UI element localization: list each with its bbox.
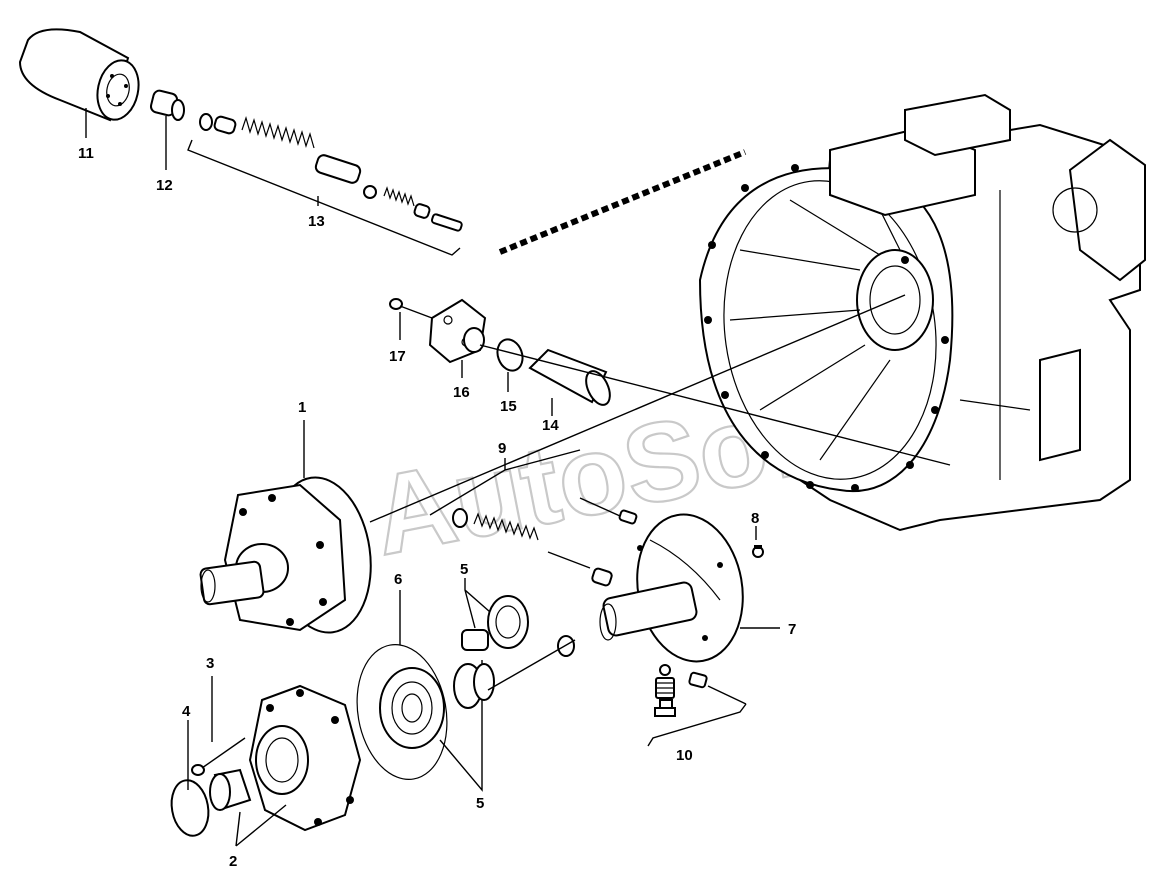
relief-valve-assembly (199, 113, 463, 232)
bolt-3 (191, 737, 246, 776)
transmission-housing (698, 93, 1146, 532)
callout-1: 1 (298, 399, 306, 416)
callout-15: 15 (500, 398, 517, 415)
callout-3: 3 (206, 655, 214, 672)
snap-ring (557, 635, 575, 657)
o-ring-15 (496, 338, 524, 372)
pump-body (248, 684, 362, 832)
screw-8 (752, 545, 764, 558)
bearing-ring (453, 663, 495, 709)
drive-gear (379, 667, 445, 749)
callout-10: 10 (676, 747, 693, 764)
callout-2: 2 (229, 853, 237, 870)
pressure-valve-spring (452, 508, 613, 587)
callout-17: 17 (389, 348, 406, 365)
dashed-connector (498, 149, 747, 255)
callout-7: 7 (788, 621, 796, 638)
idler-gear (461, 595, 529, 651)
callout-5-top: 5 (460, 561, 468, 578)
plug-set (654, 664, 708, 717)
callout-8: 8 (751, 510, 759, 527)
filter-adapter (149, 89, 185, 121)
callout-13: 13 (308, 213, 325, 230)
pump-cover (599, 513, 744, 663)
o-ring-6 (356, 643, 448, 781)
seal-ring-2 (209, 768, 252, 811)
seal-4 (170, 779, 210, 837)
sleeve-14 (528, 348, 611, 406)
callout-9: 9 (498, 440, 506, 457)
bolt-17 (389, 298, 433, 319)
callout-5-bottom: 5 (476, 795, 484, 812)
callout-11: 11 (78, 145, 94, 162)
dowel-pin (618, 509, 638, 525)
callout-14: 14 (542, 417, 559, 434)
cover-plate (428, 298, 487, 364)
callout-12: 12 (156, 177, 173, 194)
callout-16: 16 (453, 384, 470, 401)
callout-4: 4 (182, 703, 191, 720)
callout-6: 6 (394, 571, 402, 588)
pump-assembly (199, 476, 372, 634)
oil-filter (18, 28, 140, 122)
